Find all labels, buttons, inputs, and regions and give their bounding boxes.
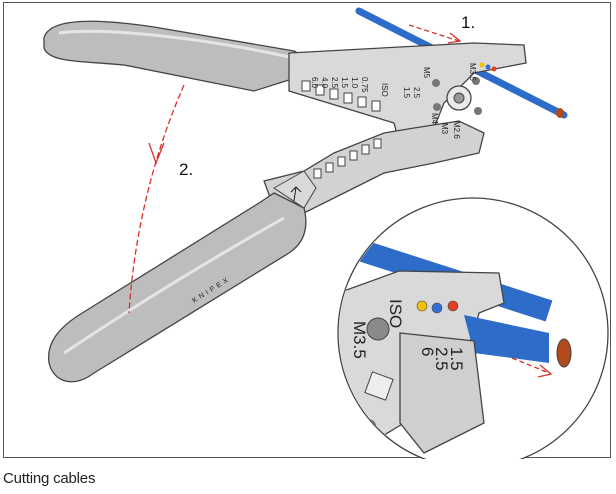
push-arrow: [408, 24, 460, 42]
strip-size-4: 4.0: [320, 77, 329, 89]
cross-2-5: 2.5: [412, 87, 421, 99]
lower-jaw: [263, 120, 485, 214]
detail-thread-label: M3.5: [350, 321, 369, 359]
close-arrow: [128, 84, 185, 314]
strip-size-10: 1.0: [350, 77, 359, 89]
thread-m4: M4: [430, 113, 439, 125]
figure-frame: 1. 2. 6.0 4.0 2.5 1.5 1.0 0.75 ISO 1.5 2…: [3, 2, 611, 459]
iso-top-label: ISO: [380, 83, 389, 97]
strip-size-6: 6.0: [310, 77, 319, 89]
thread-m3: M3: [440, 123, 449, 135]
strip-size-15: 1.5: [340, 77, 349, 89]
detail-arrow: [511, 357, 550, 374]
figure-caption: Cutting cables: [3, 470, 96, 487]
strip-size-25: 2.5: [330, 77, 339, 89]
thread-m26: M2.6: [452, 121, 461, 139]
detail-cross-6: 6: [418, 347, 437, 356]
strip-size-075: 0.75: [360, 77, 369, 93]
detail-magnifier: ISO M3.5 1.5 2.5 6: [337, 197, 609, 459]
pliers-illustration: 1. 2. 6.0 4.0 2.5 1.5 1.0 0.75 ISO 1.5 2…: [43, 7, 609, 459]
detail-cross-1-5: 1.5: [447, 347, 466, 371]
step-2-label: 2.: [179, 160, 193, 179]
detail-cross-2-5: 2.5: [432, 347, 451, 371]
thread-m35: M3.5: [468, 63, 477, 81]
step-1-label: 1.: [461, 13, 475, 32]
upper-jaw: [288, 42, 527, 154]
detail-iso-label: ISO: [386, 299, 405, 328]
cable-end: [556, 108, 564, 118]
thread-m5: M5: [422, 67, 431, 79]
cross-1-5: 1.5: [402, 87, 411, 99]
lower-handle: [47, 192, 307, 383]
